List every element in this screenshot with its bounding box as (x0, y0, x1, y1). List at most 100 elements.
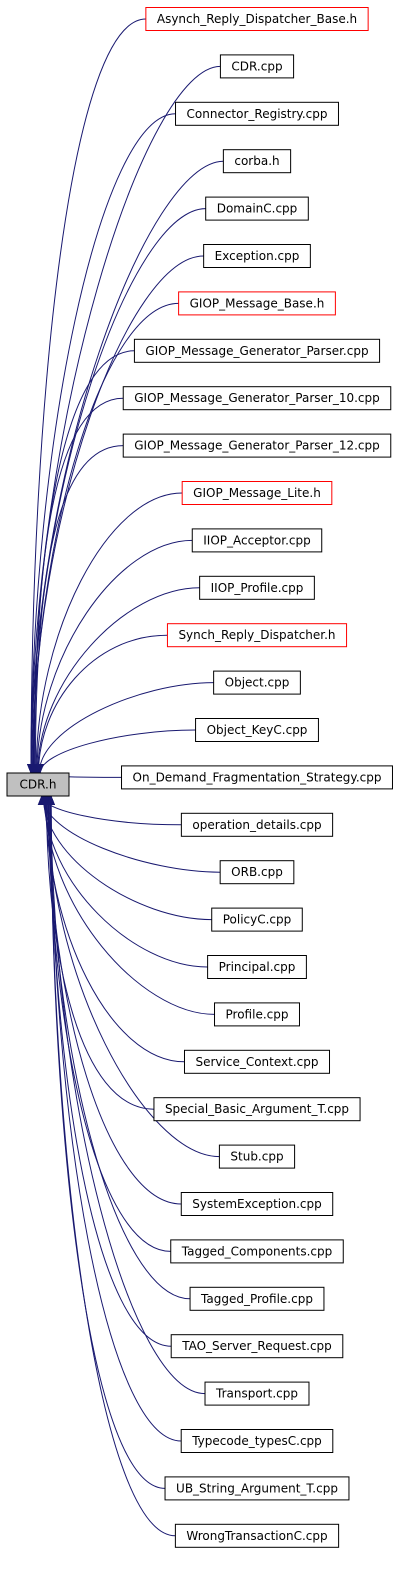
node-object-cpp[interactable]: Object.cpp (213, 670, 301, 695)
node-box (203, 244, 311, 268)
edge-tagged-profile-cpp (45, 795, 191, 1300)
root-node-label: CDR.h (20, 778, 57, 792)
node-label: Object_KeyC.cpp (207, 723, 308, 737)
node-tagged-profile-cpp[interactable]: Tagged_Profile.cpp (189, 1286, 325, 1311)
node-label: Exception.cpp (215, 249, 300, 263)
node-box (174, 1523, 340, 1548)
node-box (222, 149, 292, 174)
node-label: GIOP_Message_Lite.h (193, 486, 321, 500)
node-domainc-cpp[interactable]: DomainC.cpp (205, 196, 309, 221)
node-corba-h[interactable]: corba.h (222, 149, 292, 174)
node-label: GIOP_Message_Base.h (190, 296, 325, 310)
node-giop-message-generator-parser-cpp[interactable]: GIOP_Message_Generator_Parser.cpp (133, 338, 381, 363)
node-box (213, 670, 301, 695)
node-on-demand-fragmentation-strategy-cpp[interactable]: On_Demand_Fragmentation_Strategy.cpp (121, 765, 393, 790)
node-object-keyc-cpp[interactable]: Object_KeyC.cpp (195, 718, 319, 742)
edge-special-basic-argument-t-cpp (42, 795, 154, 1110)
node-exception-cpp[interactable]: Exception.cpp (203, 244, 311, 268)
node-giop-message-generator-parser-10-cpp[interactable]: GIOP_Message_Generator_Parser_10.cpp (122, 386, 392, 411)
node-synch-reply-dispatcher-h[interactable]: Synch_Reply_Dispatcher.h (166, 623, 348, 648)
node-orb-cpp[interactable]: ORB.cpp (219, 860, 295, 885)
edge-systemexception-cpp (43, 795, 182, 1205)
node-label: IIOP_Acceptor.cpp (203, 533, 310, 547)
edge-ub-string-argument-t-cpp (47, 795, 166, 1489)
node-iiop-profile-cpp[interactable]: IIOP_Profile.cpp (199, 575, 315, 600)
node-box (145, 7, 369, 31)
node-special-basic-argument-t-cpp[interactable]: Special_Basic_Argument_T.cpp (153, 1097, 361, 1122)
node-box (205, 196, 309, 221)
node-label: Special_Basic_Argument_T.cpp (165, 1102, 349, 1116)
node-ub-string-argument-t-cpp[interactable]: UB_String_Argument_T.cpp (164, 1476, 350, 1501)
node-box (204, 1381, 310, 1406)
edge-giop-message-base-h (28, 302, 179, 774)
node-box (122, 386, 392, 411)
node-profile-cpp[interactable]: Profile.cpp (214, 1002, 300, 1027)
node-label: Service_Context.cpp (195, 1055, 318, 1069)
node-label: Asynch_Reply_Dispatcher_Base.h (157, 12, 357, 26)
node-box (175, 101, 339, 126)
node-box (153, 1097, 361, 1122)
node-label: Synch_Reply_Dispatcher.h (178, 628, 335, 642)
edge-object-keyc-cpp (36, 729, 196, 774)
node-policyc-cpp[interactable]: PolicyC.cpp (211, 907, 303, 932)
node-box (199, 575, 315, 600)
node-label: corba.h (234, 154, 279, 168)
node-label: Tagged_Profile.cpp (200, 1292, 313, 1306)
node-wrongtransactionc-cpp[interactable]: WrongTransactionC.cpp (174, 1523, 340, 1548)
edge-typecode-typesc-cpp (47, 795, 182, 1442)
node-label: TAO_Server_Request.cpp (181, 1339, 332, 1353)
node-label: Object.cpp (225, 676, 290, 690)
node-giop-message-generator-parser-12-cpp[interactable]: GIOP_Message_Generator_Parser_12.cpp (122, 433, 392, 458)
root-node-box (6, 772, 70, 797)
node-tao-server-request-cpp[interactable]: TAO_Server_Request.cpp (170, 1334, 344, 1359)
node-box (170, 1239, 344, 1264)
node-label: Tagged_Components.cpp (181, 1244, 333, 1258)
node-systemexception-cpp[interactable]: SystemException.cpp (180, 1192, 334, 1216)
node-box (181, 481, 333, 505)
node-box (191, 528, 323, 553)
node-connector-registry-cpp[interactable]: Connector_Registry.cpp (175, 101, 339, 126)
node-box (214, 1002, 300, 1027)
node-principal-cpp[interactable]: Principal.cpp (207, 955, 307, 979)
node-iiop-acceptor-cpp[interactable]: IIOP_Acceptor.cpp (191, 528, 323, 553)
node-label: DomainC.cpp (217, 202, 298, 216)
node-label: WrongTransactionC.cpp (186, 1529, 327, 1543)
edge-synch-reply-dispatcher-h (34, 634, 168, 774)
edge-operation-details-cpp (37, 795, 182, 826)
root-node[interactable]: CDR.h (6, 772, 70, 797)
node-box (122, 433, 392, 458)
edge-cdr-cpp (27, 65, 221, 774)
node-box (189, 1286, 325, 1311)
node-cdr-cpp[interactable]: CDR.cpp (219, 54, 295, 79)
node-label: SystemException.cpp (192, 1197, 321, 1211)
edge-object-cpp (35, 682, 214, 774)
node-asynch-reply-dispatcher-base-h[interactable]: Asynch_Reply_Dispatcher_Base.h (145, 7, 369, 31)
node-tagged-components-cpp[interactable]: Tagged_Components.cpp (170, 1239, 344, 1264)
node-giop-message-lite-h[interactable]: GIOP_Message_Lite.h (181, 481, 333, 505)
node-giop-message-base-h[interactable]: GIOP_Message_Base.h (178, 291, 336, 316)
node-box (180, 1192, 334, 1216)
node-stub-cpp[interactable]: Stub.cpp (218, 1144, 296, 1169)
node-label: GIOP_Message_Generator_Parser_12.cpp (134, 439, 380, 453)
node-label: Transport.cpp (215, 1387, 298, 1401)
node-typecode-typesc-cpp[interactable]: Typecode_typesC.cpp (180, 1429, 334, 1453)
node-label: ORB.cpp (231, 865, 283, 879)
node-label: Stub.cpp (230, 1150, 283, 1164)
edge-giop-message-generator-parser-10-cpp (30, 397, 124, 774)
edge-connector-registry-cpp (27, 113, 176, 774)
dependency-edges (27, 18, 224, 1537)
node-label: On_Demand_Fragmentation_Strategy.cpp (133, 770, 382, 784)
node-service-context-cpp[interactable]: Service_Context.cpp (183, 1049, 331, 1074)
node-label: CDR.cpp (231, 59, 282, 73)
node-label: Connector_Registry.cpp (187, 107, 328, 121)
node-operation-details-cpp[interactable]: operation_details.cpp (180, 812, 334, 837)
dependency-nodes: Asynch_Reply_Dispatcher_Base.hCDR.cppCon… (121, 7, 393, 1548)
node-box (183, 1049, 331, 1074)
node-label: PolicyC.cpp (223, 913, 292, 927)
node-label: GIOP_Message_Generator_Parser_10.cpp (134, 391, 380, 405)
node-box (195, 718, 319, 742)
node-box (211, 907, 303, 932)
node-box (170, 1334, 344, 1359)
node-transport-cpp[interactable]: Transport.cpp (204, 1381, 310, 1406)
node-box (207, 955, 307, 979)
